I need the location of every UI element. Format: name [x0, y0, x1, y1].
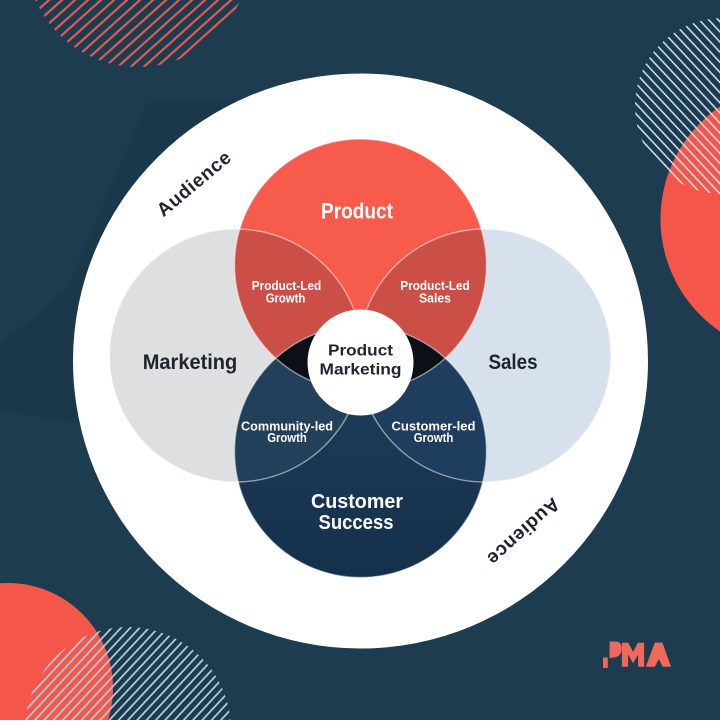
svg-text:Sales: Sales: [489, 351, 538, 374]
svg-text:Product: Product: [328, 343, 394, 360]
svg-text:Growth: Growth: [267, 430, 307, 445]
svg-text:Growth: Growth: [266, 290, 306, 305]
svg-text:Marketing: Marketing: [320, 361, 402, 378]
svg-text:Success: Success: [319, 512, 394, 534]
svg-text:Sales: Sales: [419, 290, 451, 305]
svg-text:Growth: Growth: [414, 430, 454, 445]
svg-text:Marketing: Marketing: [143, 351, 238, 374]
svg-text:Product: Product: [321, 199, 394, 224]
svg-text:Customer: Customer: [311, 491, 403, 513]
